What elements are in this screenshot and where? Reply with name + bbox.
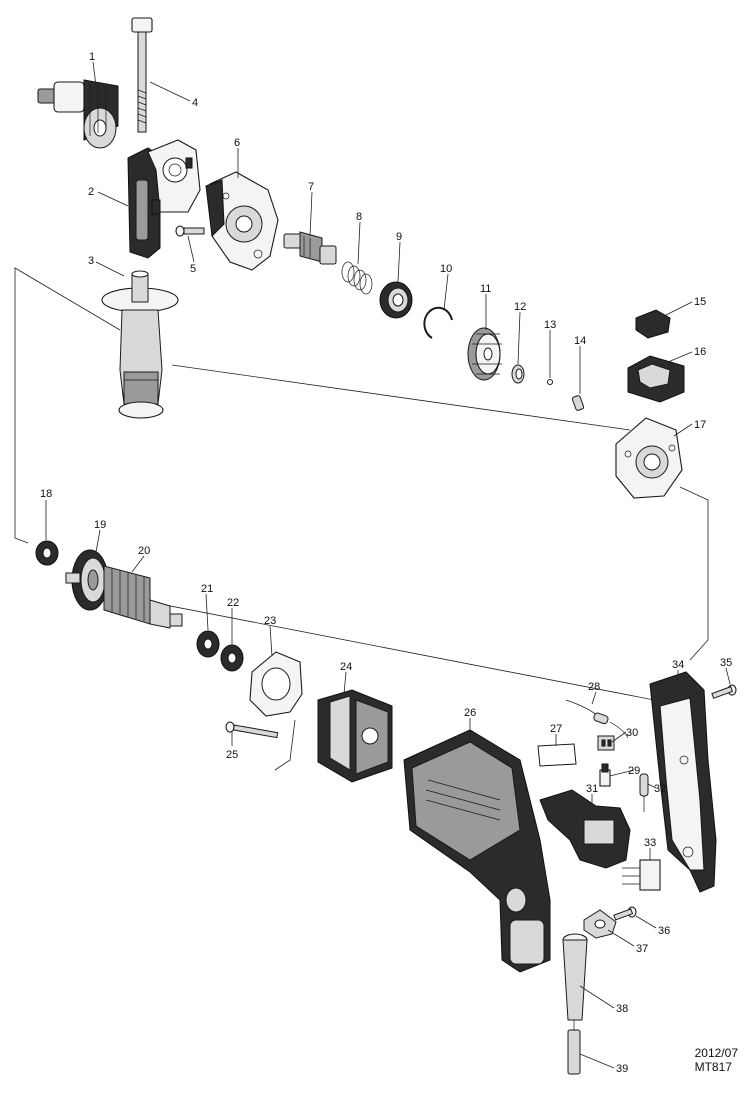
part-label: 38 <box>616 1003 628 1015</box>
part-27-name-plate <box>537 743 577 767</box>
model-number: MT817 <box>694 1060 732 1074</box>
part-33-strain-relief <box>622 859 661 891</box>
part-29-carbon-brush <box>599 763 611 787</box>
part-23-baffle-plate <box>249 651 303 717</box>
part-label: 35 <box>720 657 732 669</box>
leader-lines <box>45 61 731 1069</box>
part-label: 19 <box>94 519 106 531</box>
part-3-side-grip <box>101 270 179 419</box>
part-18-ball-bearing <box>35 540 59 566</box>
revision-date: 2012/07 <box>694 1046 738 1060</box>
part-5-screw <box>175 225 205 237</box>
part-24-field-stator <box>317 689 393 783</box>
part-17-bearing-box <box>615 417 683 499</box>
part-34-handle-set <box>649 671 717 893</box>
part-label: 33 <box>644 837 656 849</box>
part-12-ring-spring <box>511 364 525 384</box>
part-15-change-lever <box>635 309 671 339</box>
part-label: 24 <box>340 661 352 673</box>
part-label: 25 <box>226 749 238 761</box>
part-label: 32 <box>654 783 666 795</box>
part-label: 2 <box>88 186 94 198</box>
part-label: 23 <box>264 615 276 627</box>
part-4-depth-gauge-rod <box>131 17 153 133</box>
part-19-fan <box>71 549 109 611</box>
part-label: 1 <box>89 51 95 63</box>
part-label: 14 <box>574 335 586 347</box>
part-label: 10 <box>440 263 452 275</box>
part-label: 39 <box>616 1063 628 1075</box>
part-11-helical-gear <box>467 327 502 381</box>
part-20-armature <box>65 565 183 629</box>
part-10-retaining-ring <box>423 306 453 339</box>
part-label: 29 <box>628 765 640 777</box>
part-label: 36 <box>658 925 670 937</box>
part-label: 30 <box>626 727 638 739</box>
part-14-pin <box>571 395 585 411</box>
part-label: 4 <box>192 97 198 109</box>
part-28-noise-suppressor <box>565 699 629 739</box>
part-37-strain-relief-clamp <box>583 909 617 939</box>
part-13-steel-ball <box>547 379 553 385</box>
part-label: 5 <box>190 263 196 275</box>
part-label: 8 <box>356 211 362 223</box>
part-22-ball-bearing <box>220 644 244 672</box>
part-6-gear-housing-cover <box>205 171 279 271</box>
part-label: 7 <box>308 181 314 193</box>
part-label: 3 <box>88 255 94 267</box>
part-label: 11 <box>480 283 491 295</box>
part-label: 27 <box>550 723 562 735</box>
part-31-switch <box>539 789 631 869</box>
assembly-guide-lines <box>14 267 709 771</box>
part-26-motor-housing <box>403 729 551 973</box>
part-1-drill-chuck <box>37 79 119 149</box>
part-label: 17 <box>694 419 706 431</box>
part-35-screw <box>711 684 737 699</box>
part-label: 26 <box>464 707 476 719</box>
part-label: 34 <box>672 659 684 671</box>
part-label: 21 <box>201 583 213 595</box>
part-label: 20 <box>138 545 150 557</box>
part-39-power-cord <box>567 1020 581 1075</box>
part-label: 16 <box>694 346 706 358</box>
part-label: 28 <box>588 681 600 693</box>
part-21-ball-bearing <box>196 630 220 658</box>
part-label: 18 <box>40 488 52 500</box>
part-25-tapping-screw <box>225 721 279 739</box>
part-number-labels: 1 2 3 4 5 6 7 8 9 10 11 12 13 14 15 16 1… <box>40 51 732 1075</box>
part-label: 37 <box>636 943 648 955</box>
part-label: 31 <box>586 783 598 795</box>
part-label: 13 <box>544 319 556 331</box>
part-16-change-lever-base <box>627 355 685 403</box>
part-36-screw <box>613 906 637 921</box>
diagram-footer: 2012/07 MT817 <box>695 1046 738 1074</box>
part-30-terminal <box>597 735 615 751</box>
part-label: 22 <box>227 597 239 609</box>
part-38-cord-guard <box>562 933 588 1021</box>
part-2-gear-housing <box>127 139 201 259</box>
part-7-spindle <box>283 231 337 265</box>
part-label: 6 <box>234 137 240 149</box>
part-label: 15 <box>694 296 706 308</box>
part-label: 9 <box>396 231 402 243</box>
part-label: 12 <box>514 301 526 313</box>
part-32-capacitor <box>639 773 649 812</box>
part-8-compression-spring <box>341 261 373 295</box>
part-9-ball-bearing <box>379 281 413 319</box>
